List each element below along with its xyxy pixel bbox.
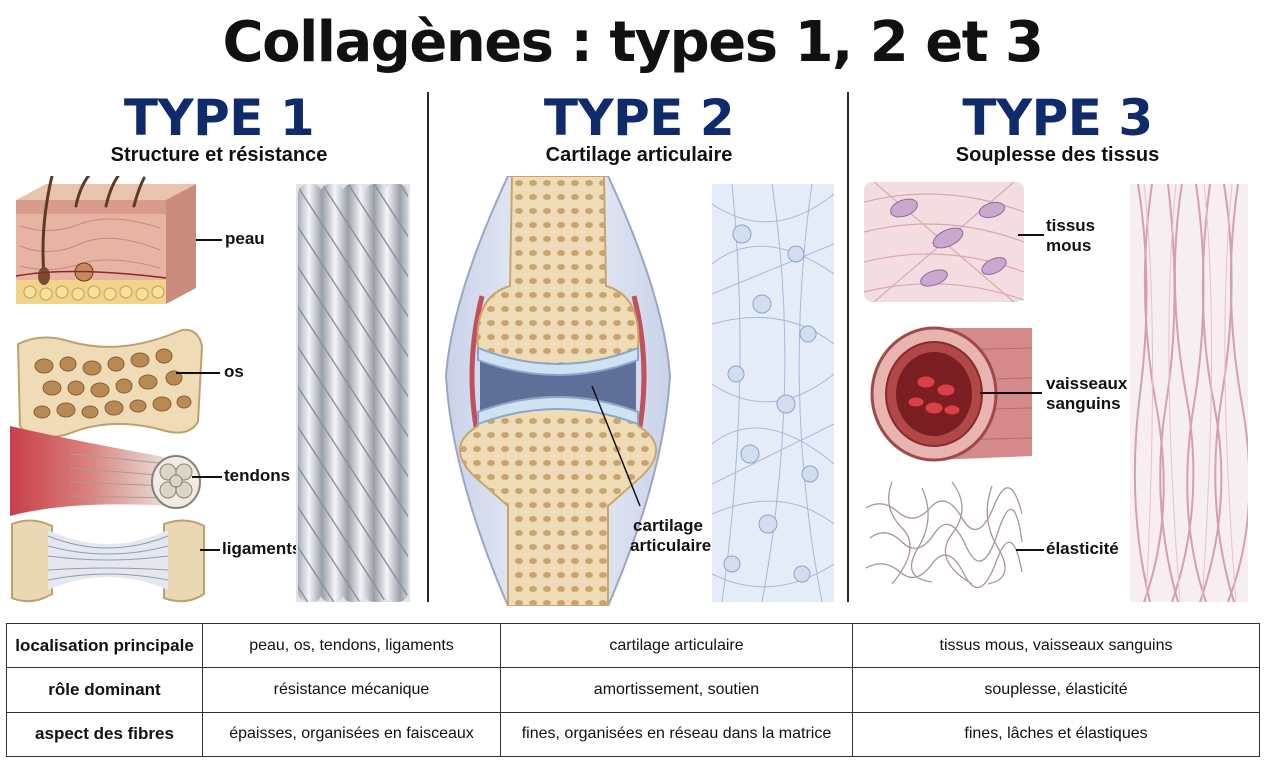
type-1-panel: TYPE 1 Structure et résistance peau	[0, 84, 428, 604]
table-row: aspect des fibres épaisses, organisées e…	[6, 711, 1260, 758]
type-1-subtitle: Structure et résistance	[110, 144, 328, 166]
label-vaisseaux-line-1: vaisseaux	[1046, 374, 1128, 393]
type-2-heading: TYPE 2	[543, 89, 735, 147]
type-2-fiber-network	[712, 184, 834, 602]
table-cell: amortissement, soutien	[500, 667, 853, 713]
table-cell: cartilage articulaire	[500, 622, 853, 669]
label-cartilage-line-2: articulaire	[630, 536, 712, 555]
type-3-fiber-strands	[1130, 184, 1248, 602]
column-divider-2	[847, 92, 849, 602]
type-3-heading: TYPE 3	[962, 89, 1153, 147]
label-tissus-line-1: tissus	[1046, 216, 1096, 235]
column-divider-1	[427, 92, 429, 602]
leader-ligaments	[200, 549, 220, 551]
knee-joint-illustration	[444, 176, 672, 606]
blood-vessel-illustration	[870, 326, 1032, 462]
label-tissus-mous: tissus mous	[1046, 216, 1095, 256]
label-ligaments: ligaments	[222, 539, 302, 558]
type-1-heading: TYPE 1	[123, 89, 315, 147]
type-2-panel: TYPE 2 Cartilage articulaire cartilage a…	[430, 84, 848, 606]
leader-tissus-mous	[1018, 234, 1044, 236]
elastic-fibers-illustration	[865, 481, 1023, 588]
page-title: Collagènes : types 1, 2 et 3	[222, 10, 1044, 75]
label-cartilage-line-1: cartilage	[633, 516, 703, 535]
row-header: rôle dominant	[6, 667, 203, 713]
label-peau: peau	[225, 229, 265, 248]
table-cell: fines, lâches et élastiques	[852, 711, 1260, 758]
row-header: localisation principale	[6, 622, 203, 669]
type-3-panel: TYPE 3 Souplesse des tissus tissus mous	[850, 84, 1265, 604]
table-cell: souplesse, élasticité	[852, 667, 1260, 713]
label-cartilage: cartilage articulaire	[630, 516, 712, 556]
soft-tissue-illustration	[864, 182, 1024, 302]
table-cell: tissus mous, vaisseaux sanguins	[852, 622, 1260, 669]
leader-tendons	[192, 476, 222, 478]
label-tendons: tendons	[224, 466, 291, 485]
table-cell: peau, os, tendons, ligaments	[202, 622, 501, 669]
row-header: aspect des fibres	[6, 711, 203, 758]
type-3-subtitle: Souplesse des tissus	[955, 144, 1160, 166]
leader-elasticite	[1016, 549, 1044, 551]
table-cell: épaisses, organisées en faisceaux	[202, 711, 501, 758]
cartilage-leader	[591, 385, 641, 507]
label-os: os	[224, 362, 244, 381]
label-elasticite: élasticité	[1046, 539, 1119, 558]
table-cell: résistance mécanique	[202, 667, 501, 713]
type-1-fiber-bundle	[296, 184, 410, 602]
summary-table: localisation principale peau, os, tendon…	[6, 622, 1260, 758]
label-tissus-line-2: mous	[1046, 236, 1092, 255]
table-row: localisation principale peau, os, tendon…	[6, 622, 1260, 669]
leader-vaisseaux	[980, 392, 1042, 394]
ligament-illustration	[11, 519, 205, 603]
leader-peau	[196, 239, 222, 241]
tendon-illustration	[10, 426, 201, 516]
table-row: rôle dominant résistance mécanique amort…	[6, 667, 1260, 713]
type-2-subtitle: Cartilage articulaire	[545, 144, 733, 166]
leader-os	[176, 372, 220, 374]
label-vaisseaux: vaisseaux sanguins	[1046, 374, 1127, 414]
bone-illustration	[16, 328, 204, 439]
skin-illustration	[15, 176, 196, 304]
table-cell: fines, organisées en réseau dans la matr…	[500, 711, 853, 758]
label-vaisseaux-line-2: sanguins	[1046, 394, 1121, 413]
